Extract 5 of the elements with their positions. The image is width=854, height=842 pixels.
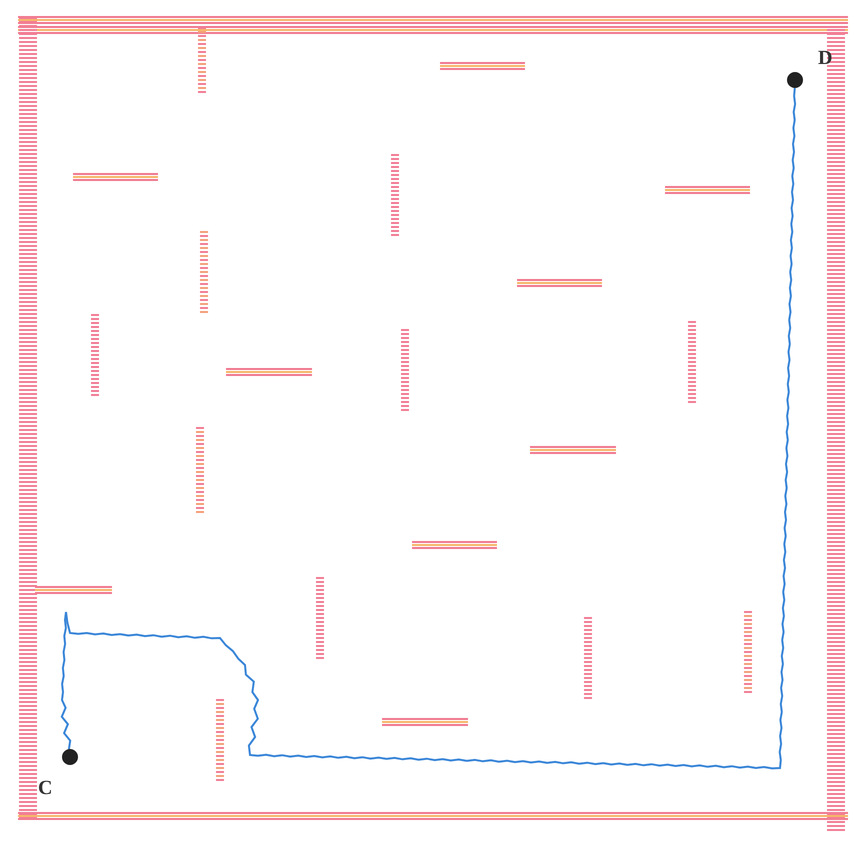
point-label: C <box>38 778 52 798</box>
point-marker <box>62 749 78 765</box>
route-line <box>60 88 796 770</box>
point-marker <box>787 72 803 88</box>
point-label: D <box>818 48 832 68</box>
